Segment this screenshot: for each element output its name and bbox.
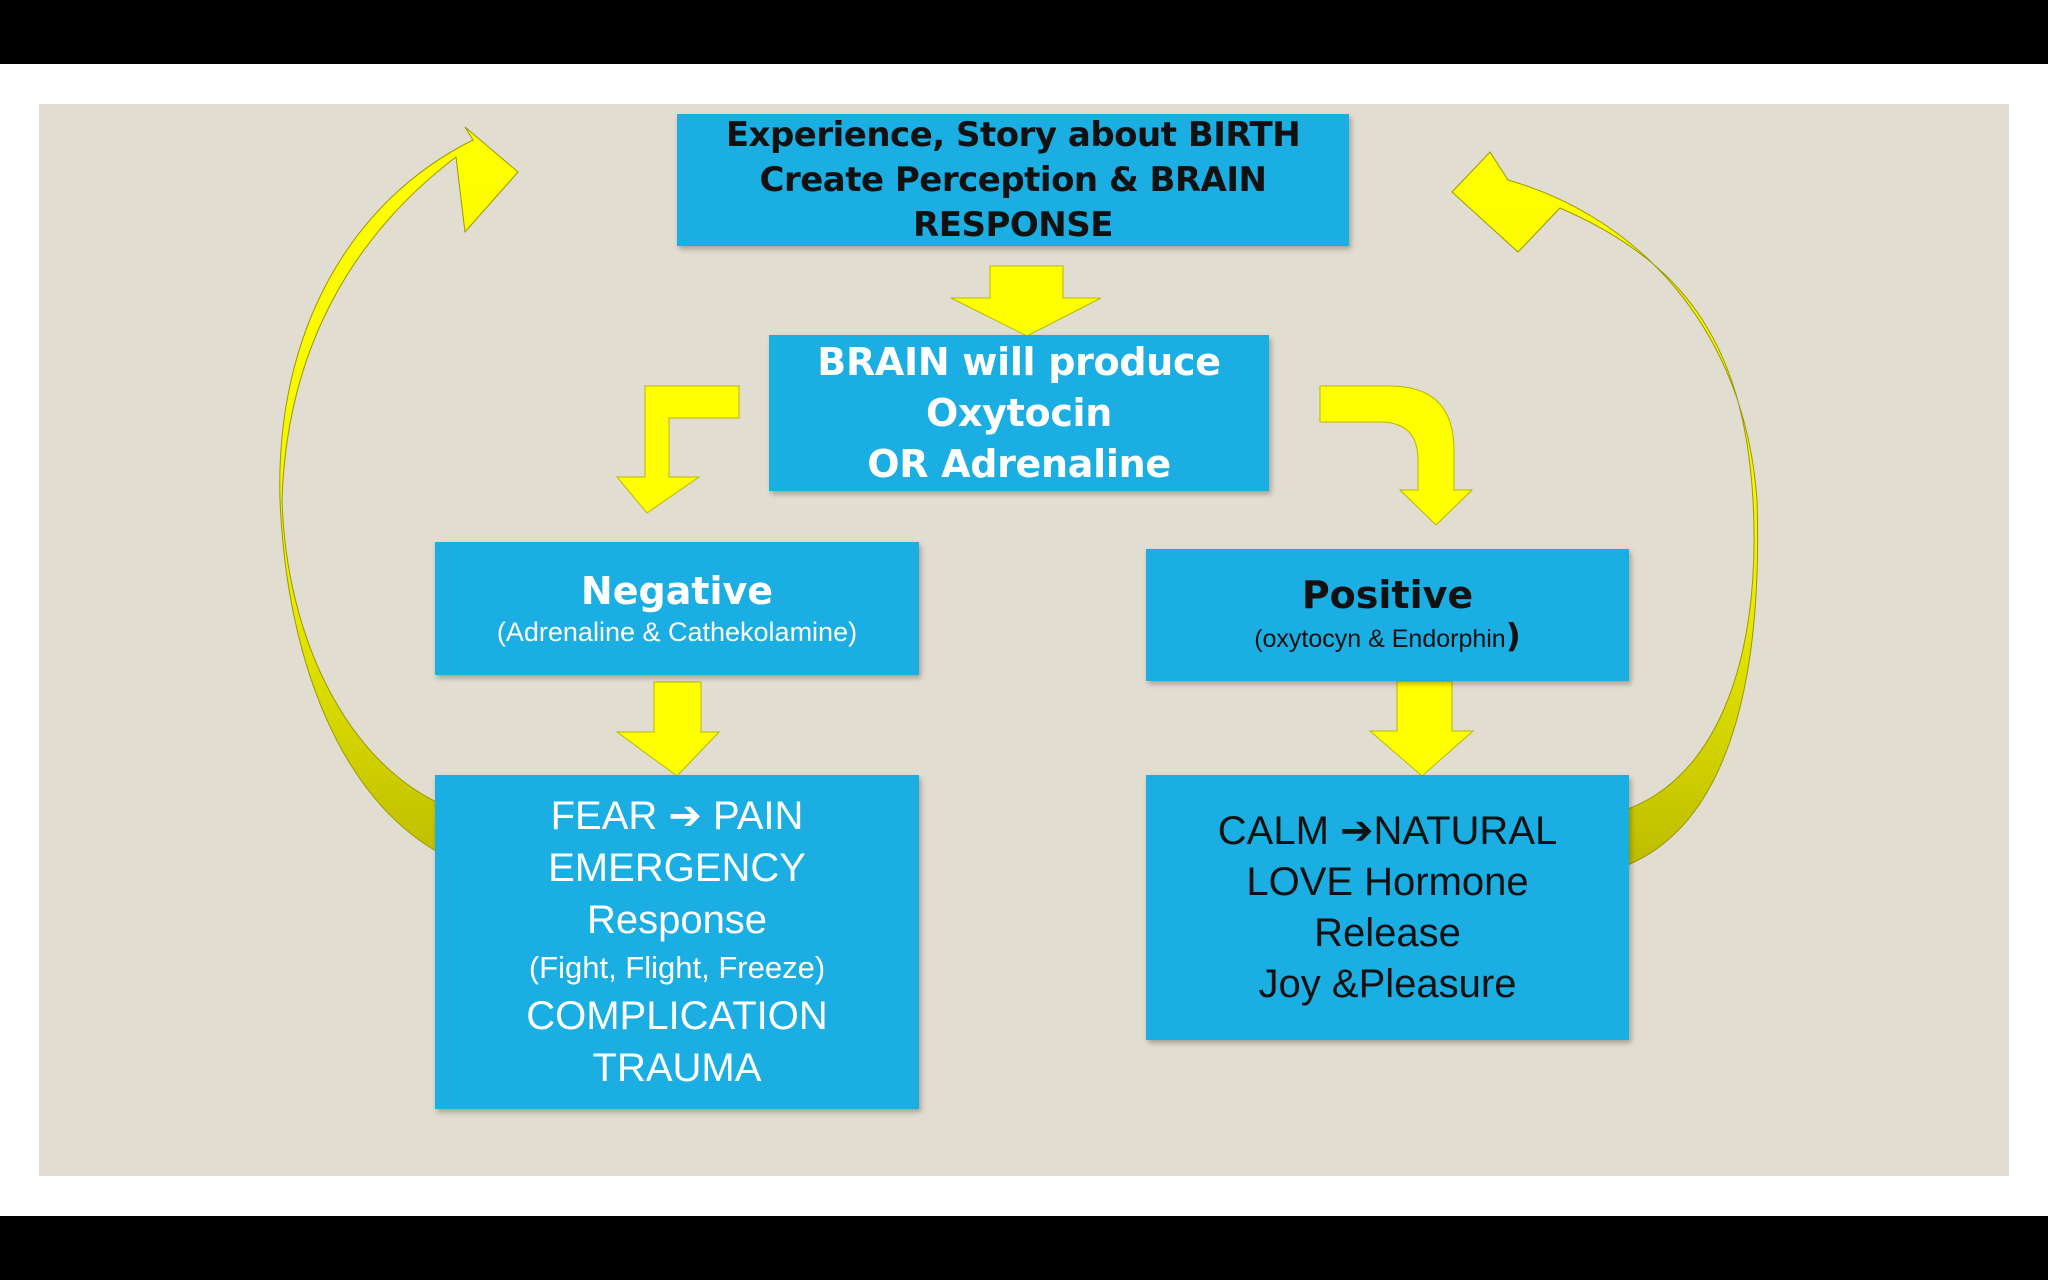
arrow-negative-to-fear — [615, 681, 721, 777]
node-fear-pain: PAIN — [701, 794, 804, 838]
arrow-positive-to-calm — [1368, 680, 1475, 777]
node-calm-natural: NATURAL — [1373, 808, 1558, 853]
arrow-top-to-brain — [950, 265, 1102, 337]
node-fear-line-5: COMPLICATION — [526, 994, 828, 1038]
node-fear: FEAR ➔ PAIN EMERGENCY Response (Fight, F… — [435, 775, 919, 1109]
node-fear-line-1: FEAR ➔ PAIN — [551, 790, 804, 842]
node-calm-line-3: Release — [1314, 910, 1461, 955]
node-fear-line-4: (Fight, Flight, Freeze) — [528, 950, 826, 985]
node-experience: Experience, Story about BIRTH Create Per… — [677, 114, 1349, 246]
node-calm-line-2: LOVE Hormone — [1246, 859, 1529, 904]
node-fear-line-2: EMERGENCY — [548, 846, 806, 890]
node-positive-title: Positive — [1301, 573, 1474, 617]
node-calm: CALM ➔NATURAL LOVE Hormone Release Joy &… — [1146, 775, 1629, 1040]
arrow-calm-to-top — [1451, 151, 1759, 869]
node-positive-subtitle-end: ) — [1505, 616, 1521, 655]
arrow-fear-to-top — [279, 126, 519, 869]
node-experience-line-2: Create Perception & BRAIN — [759, 159, 1267, 200]
node-brain: BRAIN will produce Oxytocin OR Adrenalin… — [769, 335, 1269, 491]
node-calm-calm: CALM — [1217, 808, 1340, 853]
arrow-brain-to-negative — [615, 385, 740, 514]
node-experience-line-3: RESPONSE — [913, 204, 1113, 245]
node-positive-subtitle-line: (oxytocyn & Endorphin) — [1254, 618, 1521, 658]
node-fear-fear: FEAR — [550, 794, 669, 838]
node-experience-line-1: Experience, Story about BIRTH — [725, 114, 1301, 155]
node-calm-line-1: CALM ➔NATURAL — [1218, 806, 1558, 857]
node-brain-line-2: Oxytocin — [925, 390, 1113, 435]
right-arrow-icon: ➔ — [1340, 807, 1374, 854]
node-brain-line-1: BRAIN will produce — [817, 339, 1221, 384]
node-negative-title: Negative — [580, 568, 774, 613]
right-arrow-icon: ➔ — [668, 793, 702, 839]
node-positive-subtitle: (oxytocyn & Endorphin — [1254, 625, 1506, 653]
node-calm-line-4: Joy &Pleasure — [1258, 961, 1517, 1006]
node-negative-subtitle: (Adrenaline & Cathekolamine) — [496, 616, 858, 647]
node-fear-line-3: Response — [586, 898, 768, 942]
node-positive: Positive (oxytocyn & Endorphin) — [1146, 549, 1629, 681]
node-fear-line-6: TRAUMA — [592, 1046, 762, 1090]
arrow-brain-to-positive — [1319, 385, 1474, 526]
node-negative: Negative (Adrenaline & Cathekolamine) — [435, 542, 919, 675]
node-brain-line-3: OR Adrenaline — [867, 441, 1171, 486]
